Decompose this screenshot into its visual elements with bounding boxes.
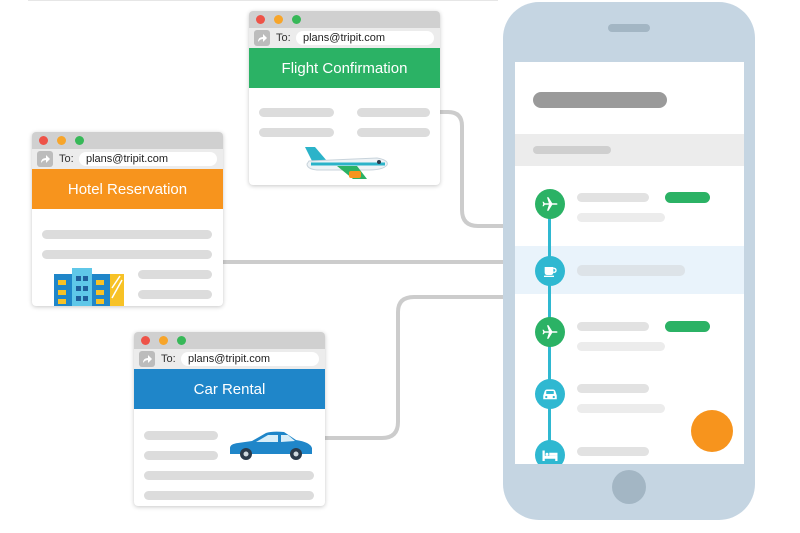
segment-title-placeholder xyxy=(577,193,649,202)
title-bar xyxy=(134,332,325,349)
hotel-building-illustration xyxy=(54,268,124,306)
flight-confirmation-email: To: plans@tripit.com Flight Confirmation xyxy=(249,11,440,185)
email-subject-banner: Car Rental xyxy=(134,369,325,409)
status-pill xyxy=(665,321,710,332)
floating-action-button[interactable] xyxy=(691,410,733,452)
recipient-email: plans@tripit.com xyxy=(79,152,217,166)
title-bar xyxy=(249,11,440,28)
maximize-dot xyxy=(292,15,301,24)
segment-title-placeholder xyxy=(577,447,649,456)
home-button[interactable] xyxy=(612,470,646,504)
minimize-dot xyxy=(159,336,168,345)
close-dot xyxy=(39,136,48,145)
phone-mockup xyxy=(503,2,755,520)
to-label: To: xyxy=(59,153,74,165)
email-subject-banner: Hotel Reservation xyxy=(32,169,223,209)
flight-connector xyxy=(440,110,503,228)
content-placeholder xyxy=(144,471,314,480)
content-placeholder xyxy=(144,451,218,460)
address-bar: To: plans@tripit.com xyxy=(134,349,325,369)
segment-title-placeholder xyxy=(577,265,685,276)
content-placeholder xyxy=(138,290,212,299)
email-subject-banner: Flight Confirmation xyxy=(249,48,440,88)
segment-detail-placeholder xyxy=(577,404,665,413)
car-rental-email: To: plans@tripit.com Car Rental xyxy=(134,332,325,506)
hotel-reservation-email: To: plans@tripit.com Hotel Reservation xyxy=(32,132,223,306)
address-bar: To: plans@tripit.com xyxy=(249,28,440,48)
forward-icon xyxy=(139,351,155,367)
status-pill xyxy=(665,192,710,203)
plane-icon[interactable] xyxy=(535,189,565,219)
content-placeholder xyxy=(259,108,334,117)
itinerary-title-placeholder xyxy=(533,92,667,108)
recipient-email: plans@tripit.com xyxy=(296,31,434,45)
car-connector xyxy=(325,295,503,440)
recipient-email: plans@tripit.com xyxy=(181,352,319,366)
plane-icon[interactable] xyxy=(535,317,565,347)
minimize-dot xyxy=(57,136,66,145)
phone-speaker xyxy=(608,24,650,32)
date-placeholder xyxy=(533,146,611,154)
car-illustration xyxy=(230,431,312,460)
forward-icon xyxy=(37,151,53,167)
address-bar: To: plans@tripit.com xyxy=(32,149,223,169)
title-bar xyxy=(32,132,223,149)
to-label: To: xyxy=(161,353,176,365)
content-placeholder xyxy=(144,431,218,440)
content-placeholder xyxy=(42,230,212,239)
content-placeholder xyxy=(357,128,430,137)
close-dot xyxy=(256,15,265,24)
content-placeholder xyxy=(42,250,212,259)
content-placeholder xyxy=(144,491,314,500)
segment-detail-placeholder xyxy=(577,342,665,351)
coffee-icon[interactable] xyxy=(535,256,565,286)
maximize-dot xyxy=(75,136,84,145)
content-placeholder xyxy=(259,128,334,137)
minimize-dot xyxy=(274,15,283,24)
segment-title-placeholder xyxy=(577,322,649,331)
to-label: To: xyxy=(276,32,291,44)
date-header-row xyxy=(515,134,744,166)
top-divider xyxy=(28,0,498,1)
forward-icon xyxy=(254,30,270,46)
airplane-illustration xyxy=(305,147,388,179)
close-dot xyxy=(141,336,150,345)
bed-icon[interactable] xyxy=(535,440,565,464)
segment-detail-placeholder xyxy=(577,213,665,222)
phone-screen xyxy=(515,62,744,464)
car-icon[interactable] xyxy=(535,379,565,409)
maximize-dot xyxy=(177,336,186,345)
content-placeholder xyxy=(357,108,430,117)
segment-title-placeholder xyxy=(577,384,649,393)
content-placeholder xyxy=(138,270,212,279)
